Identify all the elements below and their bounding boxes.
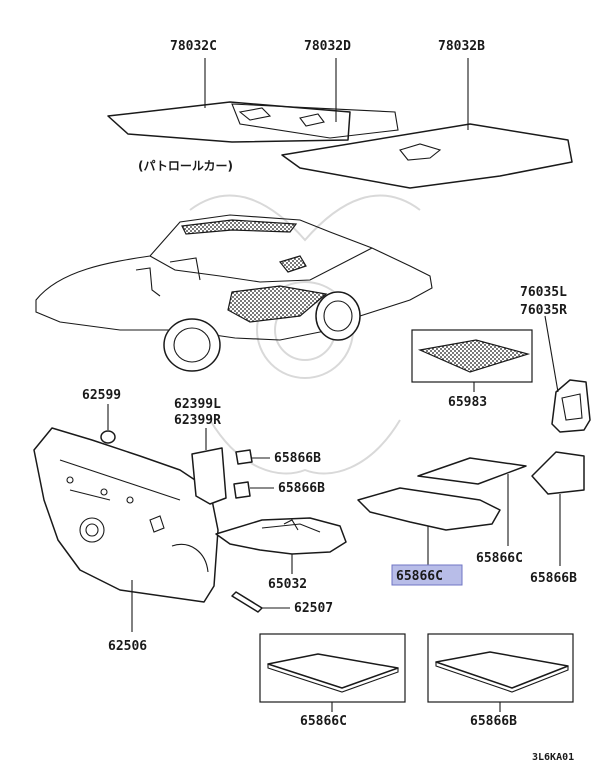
diagram-code: 3L6KA01 [532,752,574,763]
part-62599: 62599 [82,388,121,444]
label-78032d: 78032D [304,39,351,54]
label-65983: 65983 [448,395,487,410]
part-65866c-side: 65866C [417,457,527,566]
part-65866b-pads: 65866B 65866B [233,449,325,499]
label-65866c-side: 65866C [476,551,523,566]
car-body [35,214,433,372]
part-65866c-floor: 65866C [357,487,501,586]
headliner-group: 78032C 78032D 78032B (パトロールカー) [107,39,573,189]
part-76035: 76035L 76035R [520,285,591,433]
label-65866b-2: 65866B [278,481,325,496]
label-62506: 62506 [108,639,147,654]
headliner-78032d [231,103,399,139]
part-62506: 62506 [33,427,219,654]
label-65866c-highlight[interactable]: 65866C [396,569,443,584]
label-76035l: 76035L [520,285,567,300]
label-65866b-side: 65866B [530,571,577,586]
label-65032: 65032 [268,577,307,592]
label-65866b-1: 65866B [274,451,321,466]
label-65866c-box: 65866C [300,714,347,729]
label-78032c: 78032C [170,39,217,54]
part-65983: 65983 [411,329,533,410]
part-62399: 62399L 62399R [174,397,227,505]
label-62507: 62507 [294,601,333,616]
part-65866b-side: 65866B [530,451,585,586]
highlight-box [391,564,463,586]
part-65866c-box: 65866C [259,633,406,729]
label-62599: 62599 [82,388,121,403]
label-62399l: 62399L [174,397,221,412]
part-65866b-box: 65866B [427,633,574,729]
label-65866b-box: 65866B [470,714,517,729]
part-62507: 62507 [231,591,333,616]
headliner-78032b [281,123,573,189]
patrol-car-note: (パトロールカー) [138,159,233,173]
label-78032b: 78032B [438,39,485,54]
part-65032: 65032 [215,517,347,592]
label-76035r: 76035R [520,303,567,318]
label-62399r: 62399R [174,413,221,428]
